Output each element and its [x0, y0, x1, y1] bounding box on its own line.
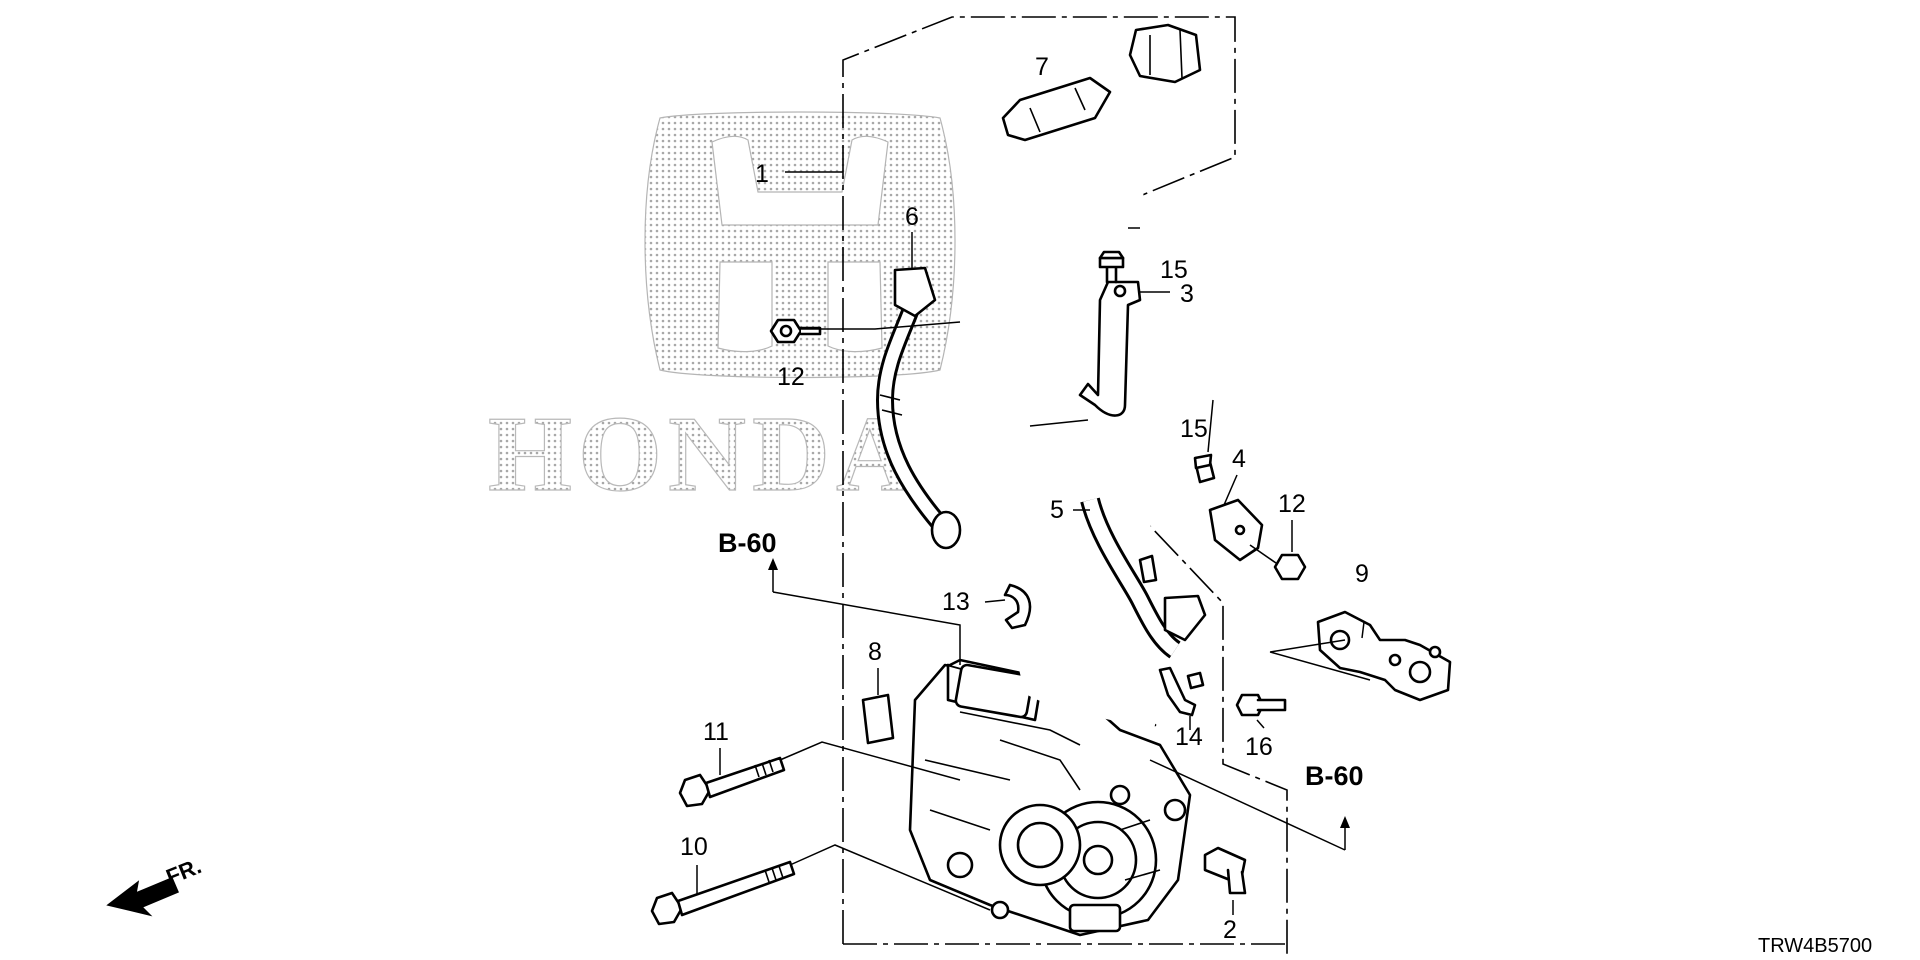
honda-logo-watermark: HONDA — [487, 111, 956, 515]
callout-2: 2 — [1223, 916, 1237, 944]
callout-16: 16 — [1245, 733, 1273, 761]
callout-6: 6 — [905, 203, 919, 231]
nut-part-12-right — [1249, 544, 1307, 581]
bolt-part-2 — [1203, 846, 1247, 895]
callout-15-top: 15 — [1160, 256, 1188, 284]
callout-5: 5 — [1050, 496, 1064, 524]
bolt-part-10 — [650, 860, 796, 926]
callout-12-right: 12 — [1278, 490, 1306, 518]
callout-8: 8 — [868, 638, 882, 666]
arrow-b60-left — [768, 558, 778, 570]
bolt-part-15-top — [1098, 250, 1125, 284]
mount-bracket-part-9 — [1316, 610, 1452, 702]
callout-3: 3 — [1180, 280, 1194, 308]
arrow-b60-right — [1340, 816, 1350, 828]
callout-12-left: 12 — [777, 363, 805, 391]
bracket-part-4 — [1193, 453, 1264, 562]
label-part-8 — [861, 693, 895, 745]
diagram-reference-code: TRW4B5700 — [1758, 935, 1872, 957]
callout-14: 14 — [1175, 723, 1203, 751]
connector-clip-part-7 — [1001, 76, 1112, 142]
callout-4: 4 — [1232, 445, 1246, 473]
callout-15-mid: 15 — [1180, 415, 1208, 443]
section-ref-b60-right: B-60 — [1305, 761, 1364, 791]
callout-numbers: 1 2 3 4 5 6 7 8 9 10 11 12 12 13 14 15 1… — [680, 53, 1369, 944]
callout-1: 1 — [755, 160, 769, 188]
clip-part-13 — [1003, 583, 1032, 630]
front-direction-indicator: FR. — [106, 853, 205, 917]
bracket-cable-part-5 — [1080, 497, 1207, 659]
callout-11: 11 — [703, 718, 729, 746]
front-arrow-icon — [106, 877, 179, 917]
honda-wordmark-watermark: HONDA — [488, 395, 920, 514]
callout-10: 10 — [680, 833, 708, 861]
section-ref-b60-left: B-60 — [718, 528, 777, 558]
leader-lines — [696, 171, 1371, 915]
callout-7: 7 — [1035, 53, 1049, 81]
front-label: FR. — [163, 853, 205, 889]
clip-part-14 — [1158, 666, 1205, 717]
bracket-part-3 — [1078, 280, 1142, 417]
ac-compressor — [908, 658, 1192, 937]
callout-9: 9 — [1355, 560, 1369, 588]
callout-13: 13 — [942, 588, 970, 616]
bolt-part-16 — [1235, 693, 1287, 717]
bolt-part-11 — [678, 756, 786, 808]
